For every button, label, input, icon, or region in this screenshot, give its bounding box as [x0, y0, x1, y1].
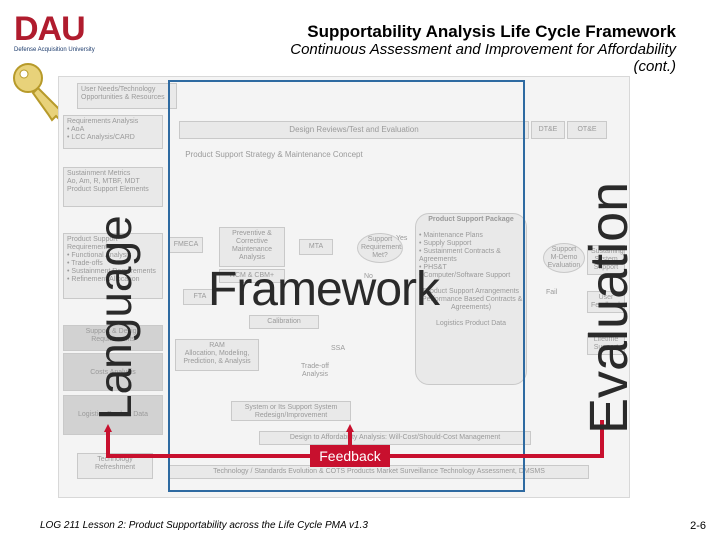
package-logistics-data: Logistics Product Data: [435, 320, 507, 327]
framework-highlight-box: [168, 80, 525, 492]
box-support-design-reqs: Support & Design Requirements: [63, 325, 163, 351]
box-ram: RAM Allocation, Modeling, Prediction, & …: [175, 339, 259, 371]
box-user-feedback: User Feedback: [587, 291, 625, 313]
logo-text: DAU: [14, 10, 86, 48]
box-pcm-analysis: Preventive & Corrective Maintenance Anal…: [219, 227, 285, 267]
page-number: 2-6: [690, 520, 706, 532]
box-ssa: SSA: [325, 343, 351, 355]
box-tradeoff: Trade-off Analysis: [285, 361, 345, 383]
overlay-framework: Framework: [208, 263, 440, 316]
footer-version: PMA v1.3: [324, 520, 368, 531]
subtitle-line-1: Continuous Assessment and Improvement fo…: [290, 41, 676, 58]
logo-subtext: Defense Acquisition University: [14, 47, 95, 53]
box-lifetime-support: Lifetime Support: [587, 333, 625, 355]
box-calibration: Calibration: [249, 315, 319, 329]
package-items: • Maintenance Plans • Supply Support • S…: [419, 232, 511, 279]
box-mta: MTA: [299, 239, 333, 255]
overlay-language: Language: [89, 215, 141, 420]
box-user-needs: User Needs/Technology Opportunities & Re…: [77, 83, 177, 109]
subtitle-line-2: (cont.): [633, 58, 676, 75]
box-sustainment-metrics: Sustainment Metrics Ao, Am, R, MTBF, MDT…: [63, 167, 163, 207]
slide-subtitle: Continuous Assessment and Improvement fo…: [290, 41, 676, 75]
label-yes: Yes: [396, 235, 408, 242]
footer-lesson: LOG 211 Lesson 2: Product Supportability…: [40, 520, 323, 531]
label-no: No: [364, 273, 373, 280]
box-product-support-package: Product Support Package • Maintenance Pl…: [415, 213, 527, 385]
key-icon: [13, 63, 68, 122]
box-rcm: RCM & CBM+: [219, 269, 285, 283]
box-support-met: Support Requirements Met?: [357, 233, 403, 263]
box-dte: DT&E: [531, 121, 565, 139]
box-strategy: Product Support Strategy & Maintenance C…: [149, 149, 399, 163]
package-arrangements: Product Support Arrangements (Performanc…: [419, 288, 523, 311]
box-product-support-reqs: Product Support Requirements • Functiona…: [63, 233, 163, 299]
slide-title: Supportability Analysis Life Cycle Frame…: [307, 22, 676, 41]
box-tech-refresh: Technology Refreshment: [77, 453, 153, 479]
box-support-mdemo: Support M-Demo Evaluation: [543, 243, 585, 273]
box-design-reviews: Design Reviews/Test and Evaluation: [179, 121, 529, 139]
dau-logo: DAU Defense Acquisition University: [14, 12, 114, 58]
footer-text: LOG 211 Lesson 2: Product Supportability…: [40, 520, 368, 531]
box-sustaining-system: Sustaining System Support: [587, 245, 625, 275]
package-title: Product Support Package: [428, 216, 514, 223]
box-fmeca: FMECA: [169, 237, 203, 253]
overlay-evaluation: Evaluation: [579, 181, 639, 434]
box-fta: FTA: [183, 289, 217, 305]
label-fail: Fail: [546, 289, 558, 296]
box-cost-analysis: Costs Analysis: [63, 353, 163, 391]
feedback-label: Feedback: [310, 445, 390, 467]
box-ote: OT&E: [567, 121, 607, 139]
box-requirements-analysis: Requirements Analysis • AoA • LCC Analys…: [63, 115, 163, 149]
